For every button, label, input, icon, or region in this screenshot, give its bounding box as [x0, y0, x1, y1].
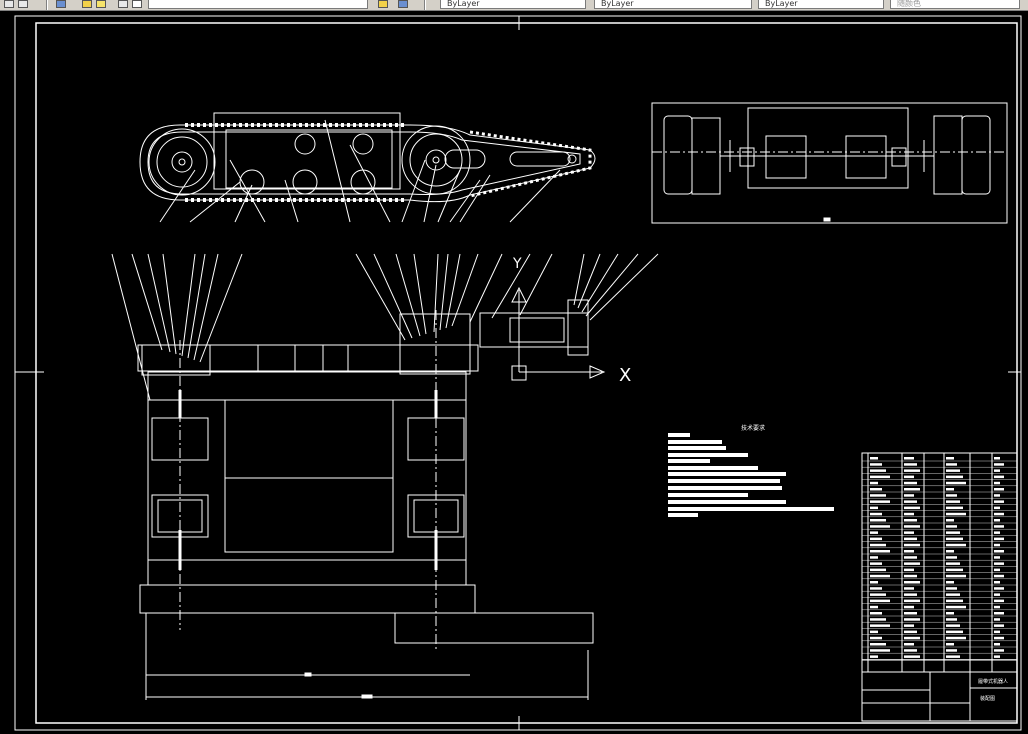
assembly-leaders	[111, 253, 659, 401]
title-block-part-name: 装配图	[980, 695, 995, 702]
axis-label-x: X	[619, 365, 631, 386]
tech-requirements-title: 技术要求	[741, 424, 765, 432]
layer-combo[interactable]	[148, 0, 368, 9]
toolbar: ByLayer ByLayer ByLayer 随颜色	[0, 0, 1028, 11]
parts-list-rows	[862, 457, 1017, 660]
match-layer-icon[interactable]	[378, 0, 388, 8]
parts-list	[861, 452, 1018, 722]
toolbar-separator	[46, 0, 48, 10]
toolbar-separator	[424, 0, 426, 10]
centering-marks	[15, 16, 1021, 730]
sun-icon[interactable]	[82, 0, 92, 8]
view-icon[interactable]	[18, 0, 28, 8]
save-icon[interactable]	[4, 0, 14, 8]
sheet-outer-border	[14, 15, 1022, 731]
lineweight-combo[interactable]: ByLayer	[594, 0, 752, 9]
assembly-top-view	[137, 299, 594, 700]
track-end-view	[651, 102, 1008, 224]
tech-requirements-text	[668, 433, 834, 517]
plotstyle-combo[interactable]: ByLayer	[758, 0, 884, 9]
axis-label-y: Y	[512, 256, 522, 272]
ucs-icon	[511, 286, 606, 381]
color-square-icon[interactable]	[132, 0, 142, 8]
previous-layer-icon[interactable]	[398, 0, 408, 8]
drawing-canvas[interactable]: X Y 技术要求 履带式机器人 装配图	[0, 10, 1028, 734]
track-side-view	[139, 112, 596, 203]
layer-icon[interactable]	[56, 0, 66, 8]
side-view-leaders	[159, 119, 561, 223]
lock-icon[interactable]	[118, 0, 128, 8]
sheet-inner-border	[35, 22, 1018, 724]
bulb-icon[interactable]	[96, 0, 106, 8]
linetype-combo[interactable]: ByLayer	[440, 0, 586, 9]
color-combo[interactable]: 随颜色	[890, 0, 1020, 9]
title-block-drawing-name: 履带式机器人	[978, 678, 1008, 685]
